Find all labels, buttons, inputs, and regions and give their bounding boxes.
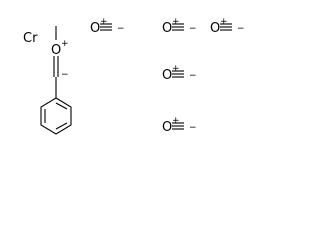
- carbonyl-3-oxygen: O: [210, 21, 220, 36]
- molecule-structure-diagram: Cr O + − O + − O + − O + −: [23, 17, 245, 135]
- phenyl-aromatic-bond-2: [55, 122, 68, 130]
- carbonyl-group-5: O + −: [162, 116, 197, 135]
- chromium-atom-label: Cr: [23, 31, 38, 46]
- carbonyl-group-4: O + −: [162, 64, 197, 83]
- carbene-carbon-charge: −: [61, 70, 69, 80]
- carbonyl-4-carbon-charge: −: [189, 71, 197, 81]
- carbonyl-2-oxygen-charge: +: [172, 17, 180, 27]
- carbonyl-3-carbon-charge: −: [237, 24, 245, 34]
- carbene-oxygen-charge: +: [61, 39, 69, 49]
- carbonyl-2-oxygen: O: [162, 21, 172, 36]
- carbonyl-group-2: O + −: [162, 17, 197, 36]
- carbonyl-group-1: O + −: [90, 17, 125, 36]
- carbonyl-4-oxygen: O: [162, 68, 172, 83]
- carbonyl-1-oxygen: O: [90, 21, 100, 36]
- carbonyl-group-3: O + −: [210, 17, 245, 36]
- carbonyl-5-oxygen-charge: +: [172, 116, 180, 126]
- carbonyl-1-carbon-charge: −: [117, 24, 125, 34]
- carbene-oxygen-label: O: [51, 43, 61, 58]
- phenyl-aromatic-bond-3: [55, 102, 68, 110]
- carbonyl-2-carbon-charge: −: [189, 24, 197, 34]
- carbonyl-5-carbon-charge: −: [189, 123, 197, 133]
- phenyl-ring: [40, 97, 72, 135]
- carbonyl-3-oxygen-charge: +: [220, 17, 228, 27]
- carbonyl-4-oxygen-charge: +: [172, 64, 180, 74]
- carbonyl-5-oxygen: O: [162, 120, 172, 135]
- carbonyl-1-oxygen-charge: +: [100, 17, 108, 27]
